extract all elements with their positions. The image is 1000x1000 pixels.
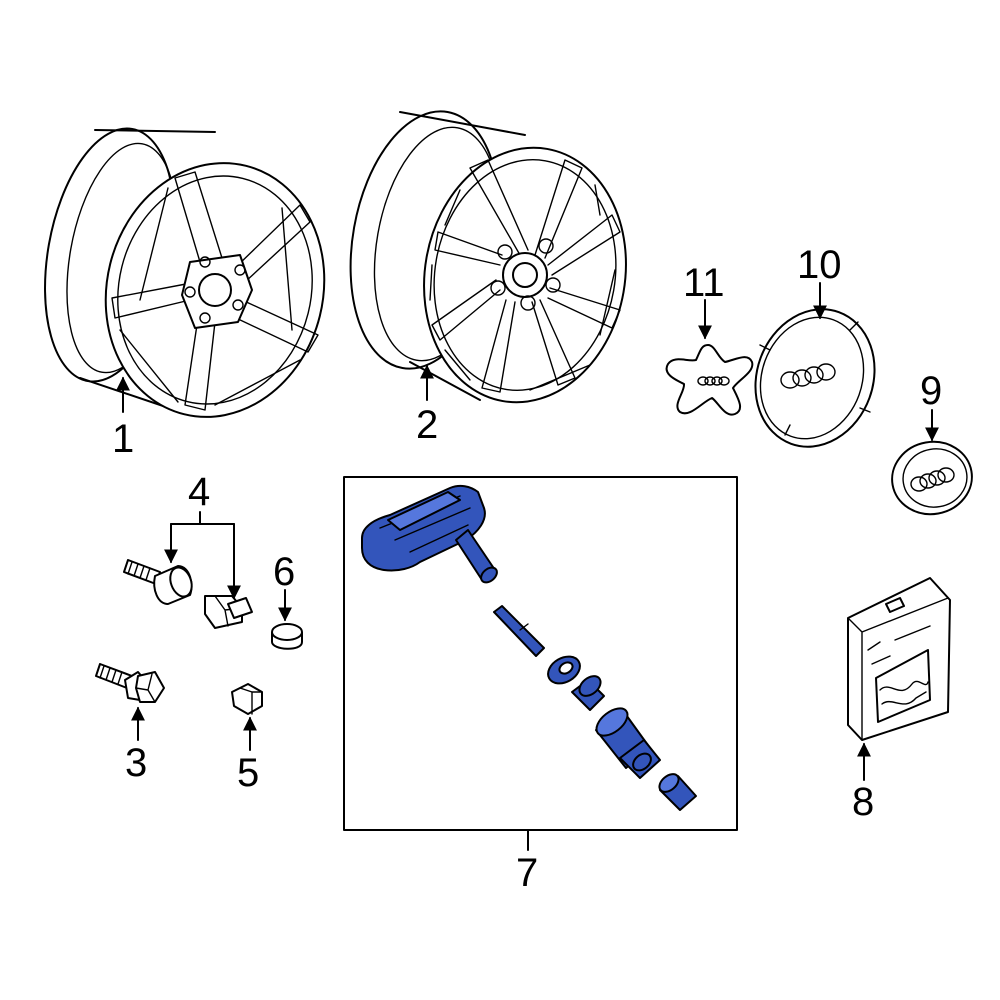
callout-8: 8 [852,780,874,824]
callout-10: 10 [797,243,842,287]
callout-1: 1 [112,417,134,461]
callout-7: 7 [516,851,538,895]
bolt-cap-icon[interactable] [231,683,263,715]
cap-icon[interactable] [271,623,303,650]
instruction-kit-icon[interactable] [847,577,951,741]
center-cap-icon[interactable] [886,436,977,521]
callout-11: 11 [683,261,725,305]
callout-5: 5 [237,751,259,795]
multi-spoke-wheel-icon[interactable] [332,99,646,418]
sensor-kit-frame [343,476,738,831]
tpms-sensor-icon[interactable] [361,484,697,811]
callout-2: 2 [416,403,438,447]
callout-6: 6 [273,550,295,594]
callout-4: 4 [188,470,210,514]
center-cap-icon[interactable] [665,344,754,416]
callout-3: 3 [125,741,147,785]
callout-9: 9 [920,369,942,413]
lock-bolt-icon[interactable] [204,595,253,629]
center-cap-icon[interactable] [737,292,894,463]
five-spoke-wheel-icon[interactable] [27,118,351,440]
lock-bolt-icon[interactable] [123,559,196,605]
wheel-bolt-icon[interactable] [95,663,165,703]
